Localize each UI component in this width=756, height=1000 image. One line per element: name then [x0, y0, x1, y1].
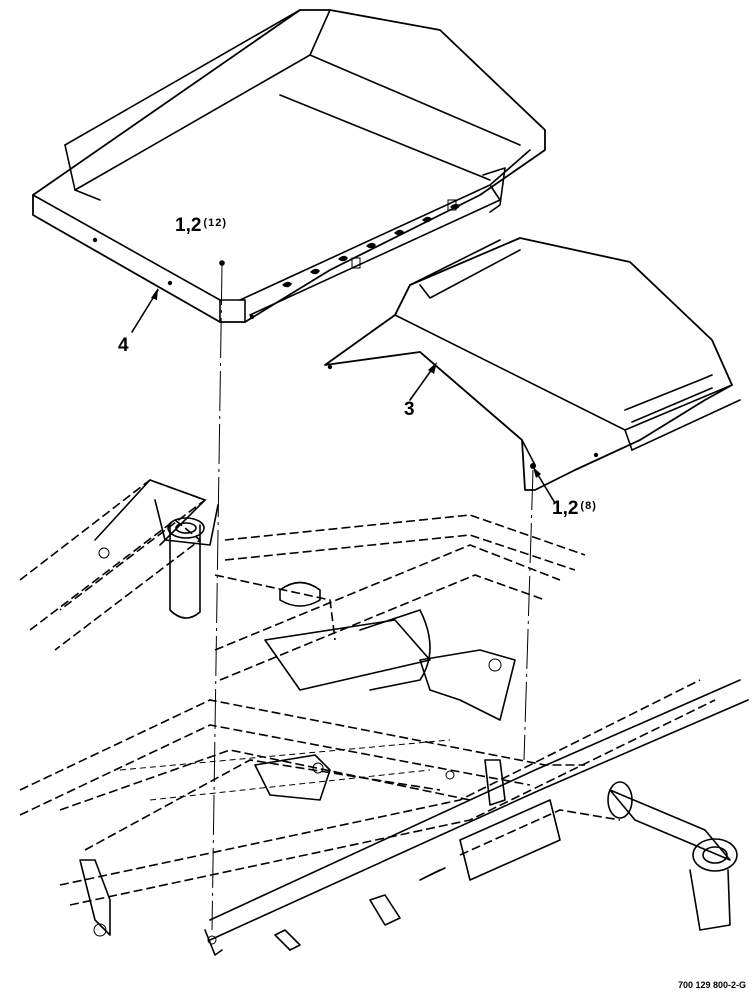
shield-item-4 [32, 9, 546, 323]
callout-fasteners-right: 1,2(8) [552, 499, 597, 518]
drawing-number: 700 129 800-2-G [677, 980, 746, 990]
callout-fasteners-left-label: 1,2 [175, 215, 202, 236]
callout-fasteners-right-label: 1,2 [552, 498, 579, 519]
callout-fasteners-left: 1,2(12) [175, 216, 227, 235]
chassis-frame [19, 479, 749, 951]
callout-item-4-label: 4 [118, 335, 129, 356]
callout-item-4: 4 [118, 336, 129, 355]
shield-item-3 [324, 237, 741, 491]
callout-item-3-label: 3 [404, 399, 415, 420]
callout-fasteners-left-qty: (12) [203, 217, 227, 229]
leader-lines [131, 264, 556, 956]
callout-item-3: 3 [404, 400, 415, 419]
callout-fasteners-right-qty: (8) [580, 500, 597, 512]
